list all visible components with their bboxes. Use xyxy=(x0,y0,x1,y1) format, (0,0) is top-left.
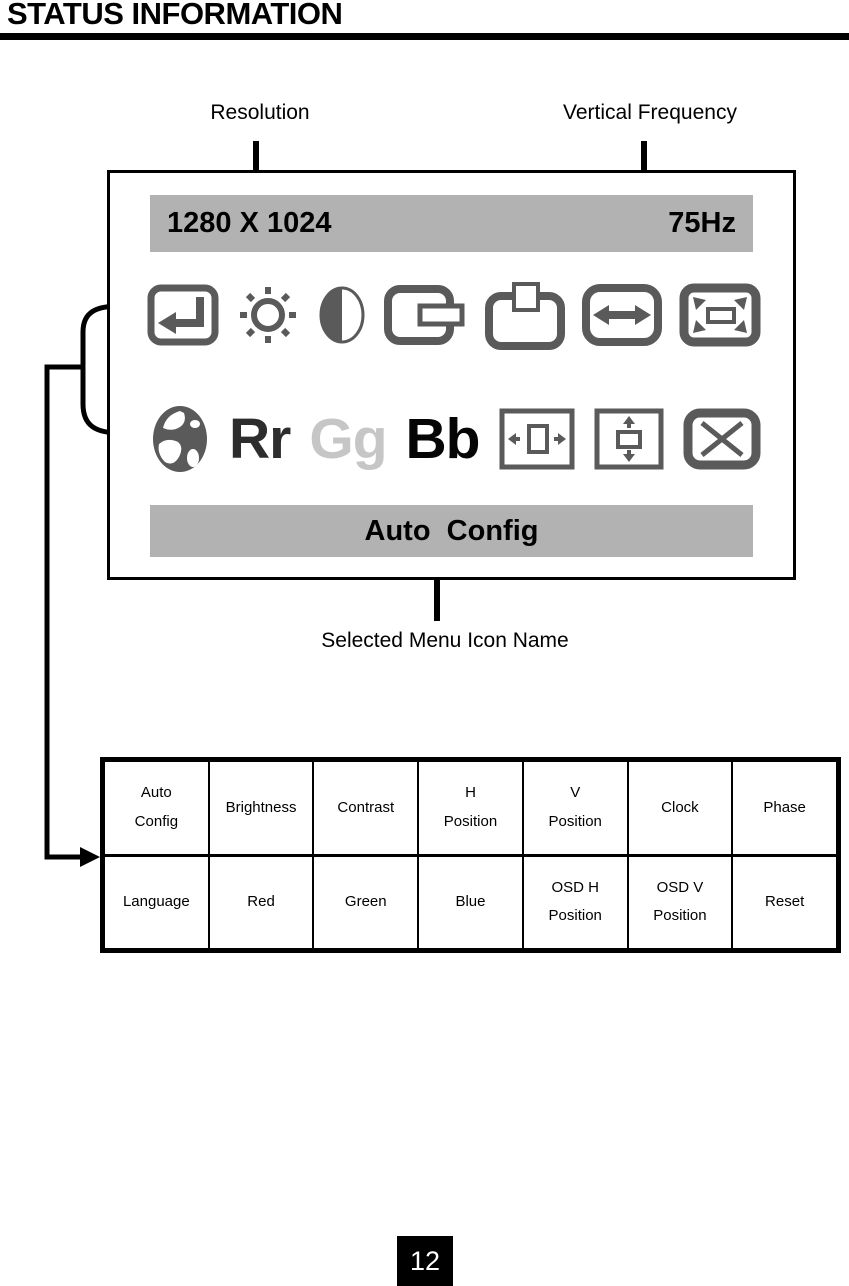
reset-icon xyxy=(683,408,761,470)
menu-table-cell-osd-h-position: OSD H Position xyxy=(523,856,627,948)
language-globe-icon xyxy=(150,402,210,476)
menu-table-cell-language: Language xyxy=(105,856,208,948)
osd-status-bar: 1280 X 1024 75Hz xyxy=(150,195,753,252)
brightness-icon xyxy=(236,283,300,347)
table-arrowhead xyxy=(80,847,100,867)
menu-table-cell-green: Green xyxy=(314,856,418,948)
menu-table-cell-v-position: V Position xyxy=(523,762,627,854)
menu-table-cell-blue: Blue xyxy=(419,856,522,948)
phase-icon xyxy=(679,283,761,347)
menu-table-cell-contrast: Contrast xyxy=(314,762,418,854)
blue-channel-label: Bb xyxy=(405,406,481,471)
osd-window: 1280 X 1024 75Hz xyxy=(107,170,796,580)
osd-vertical-frequency-value: 75Hz xyxy=(668,207,736,239)
osd-icon-row-1 xyxy=(147,279,761,351)
osd-selected-menu-bar: Auto Config xyxy=(150,505,753,557)
selected-menu-annotation-label: Selected Menu Icon Name xyxy=(321,629,569,652)
osd-v-position-icon xyxy=(594,408,664,470)
title-underline xyxy=(0,33,849,40)
menu-table-cell-auto-config: Auto Config xyxy=(105,762,208,854)
green-channel-label: Gg xyxy=(309,406,387,471)
clock-icon xyxy=(582,284,662,346)
vertical-frequency-annotation-label: Vertical Frequency xyxy=(563,101,737,124)
resolution-annotation-label: Resolution xyxy=(210,101,310,124)
menu-table-cell-red: Red xyxy=(209,856,313,948)
menu-table-cell-brightness: Brightness xyxy=(209,762,313,854)
contrast-icon xyxy=(317,284,367,346)
menu-table-cell-reset: Reset xyxy=(733,856,836,948)
h-position-icon xyxy=(384,285,468,345)
auto-config-icon xyxy=(147,284,219,346)
osd-h-position-icon xyxy=(499,408,575,470)
menu-table-cell-osd-v-position: OSD V Position xyxy=(628,856,732,948)
osd-icon-row-2: Rr Gg Bb xyxy=(150,397,761,481)
page-number: 12 xyxy=(397,1236,453,1286)
menu-table: Auto Config Brightness Contrast H Positi… xyxy=(100,757,841,953)
v-position-icon xyxy=(485,280,565,350)
bracket-to-table-line xyxy=(44,364,84,860)
menu-table-cell-clock: Clock xyxy=(628,762,732,854)
osd-resolution-value: 1280 X 1024 xyxy=(167,207,332,239)
menu-table-cell-h-position: H Position xyxy=(419,762,522,854)
page-title: STATUS INFORMATION xyxy=(7,0,343,31)
menu-table-cell-phase: Phase xyxy=(733,762,836,854)
red-channel-label: Rr xyxy=(229,406,291,471)
